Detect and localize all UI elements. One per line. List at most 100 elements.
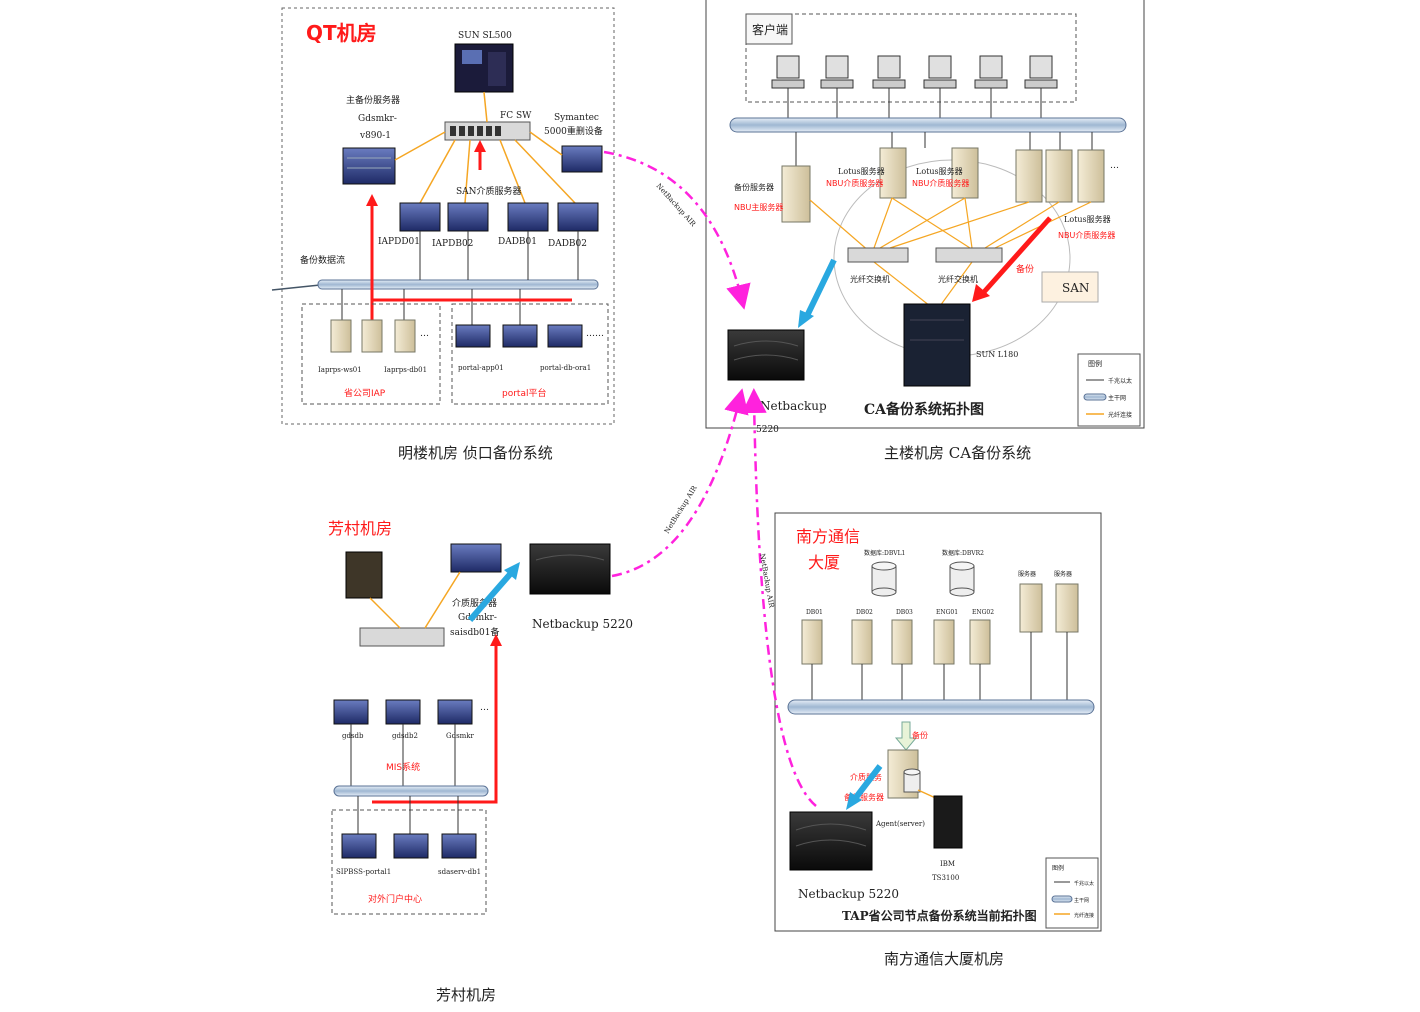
south-room-title: 南方通信 [796,527,860,546]
pc-server-icon [933,619,955,665]
main-room-panel: 客户端 备份服务器 NBU主服务器 Lotus服务器 NBU介质服务器 Lotu… [705,0,1145,462]
server-label: Gdsmkr [446,732,475,740]
media-server-label-2: 备份服务器 [844,792,884,802]
portal-item-label: portal-app01 [458,364,504,372]
netbackup-label: Netbackup [760,399,827,413]
symantec-label-2: 5000重删设备 [544,125,603,137]
netbackup-label: Netbackup 5220 [532,617,633,631]
server-label: ENG01 [936,609,958,616]
server-icon [437,699,473,725]
south-room-caption: 南方通信大厦机房 [884,950,1004,968]
main-room-caption: 主楼机房 CA备份系统 [884,444,1031,462]
link-label: NetBackup AIR [655,182,698,229]
pc-server-icon [969,619,991,665]
tape-library-icon [454,43,514,93]
server-icon [455,324,491,348]
fiber-switch-label: 光纤交换机 [938,274,978,284]
tape-library-icon [903,303,971,387]
server-label: IAPDD01 [378,237,420,247]
client-group [745,13,1077,103]
san-media-label: SAN介质服务器 [456,185,522,197]
main-backup-server-label-2: Gdsmkr- [358,114,397,124]
backup-arrow-label: 备份 [1016,263,1034,275]
pc-server-icon [1019,583,1043,633]
portal-server-label: SIPBSS-portal1 [336,868,391,876]
lotus-label-2: NBU介质服务器 [912,178,969,188]
server-icon [507,202,549,232]
server-label: DB02 [856,609,873,616]
legend-box [1045,857,1099,929]
pc-server-icon [330,319,352,353]
main-room-diagram-title: CA备份系统拓扑图 [864,401,984,418]
lotus-label: Lotus服务器 [916,166,963,176]
fc-switch-icon [444,121,531,141]
legend-item: 光纤连接 [1074,912,1094,919]
south-diagram-title: TAP省公司节点备份系统当前拓扑图 [842,908,1037,923]
server-label: DB03 [896,609,913,616]
media-server-label-2: Gdsmkr- [458,613,497,623]
air-link-fangcun [611,388,749,578]
legend-item: 千兆以太 [1108,377,1132,385]
portal-center-group [331,809,487,915]
server-label: DB01 [806,609,823,616]
database-icon [871,561,897,597]
fiber-switch-icon [847,247,909,263]
portal-group-title: portal平台 [502,387,546,399]
dedup-device-icon [561,145,603,173]
network-bus [729,117,1127,133]
iap-item-label: Iaprps-ws01 [318,366,362,374]
pc-server-icon [851,619,873,665]
legend-title: 图例 [1088,359,1102,368]
pc-server-icon [361,319,383,353]
main-backup-server-label: 主备份服务器 [346,94,400,106]
air-link-qt [603,150,751,310]
pc-server-icon [394,319,416,353]
fiber-switch-icon [935,247,1003,263]
lotus-label: Lotus服务器 [1064,214,1111,224]
legend-item: 光纤连接 [1108,411,1132,419]
db-label: 数据库:DBVR2 [942,549,984,557]
portal-group-title: 对外门户中心 [368,893,422,905]
server-icon [341,833,377,859]
server-icon [385,699,421,725]
link-label: NetBackup AIR [663,484,699,535]
media-server-label-3: saisdb01备 [450,626,499,638]
san-box [1041,271,1099,303]
server-label: DADB01 [498,237,537,247]
server-label: gdsdb [342,732,364,740]
portal-item-label: portal-db-ora1 [540,364,591,372]
server-icon [333,699,369,725]
server-label: DADB02 [548,239,587,249]
ellipsis: … [480,703,489,713]
server-icon [441,833,477,859]
server-label: ENG02 [972,609,994,616]
netbackup-appliance-icon [727,329,805,381]
qt-room-title: QT机房 [306,21,377,45]
pc-server-icon [1055,583,1079,633]
server-right-label: 服务器 [1018,570,1036,578]
iap-item-label: Iaprps-db01 [384,366,427,374]
network-bus [317,279,599,290]
south-room-title-2: 大厦 [808,553,840,572]
tape-drive-icon [933,795,963,849]
client-pc-icon [771,55,805,89]
lotus-server-icon [879,147,907,199]
portal-server-label: sdaserv-db1 [438,868,481,876]
database-icon [903,768,921,793]
lotus-server-icon [1015,149,1043,203]
sun-sl500-label: SUN SL500 [458,31,512,41]
tape-library-icon [345,551,383,599]
client-pc-icon [974,55,1008,89]
server-label: gdsdb2 [392,732,418,740]
server-icon [393,833,429,859]
symantec-label: Symantec [554,113,599,123]
portal-group [451,303,609,405]
netbackup-appliance-icon [529,543,611,595]
server-icon [447,202,489,232]
main-backup-server-icon [342,147,396,185]
server-right-label: 服务器 [1054,570,1072,578]
backup-flow-label: 备份数据流 [300,254,345,266]
san-label: SAN [1062,281,1089,295]
pc-server-icon [801,619,823,665]
